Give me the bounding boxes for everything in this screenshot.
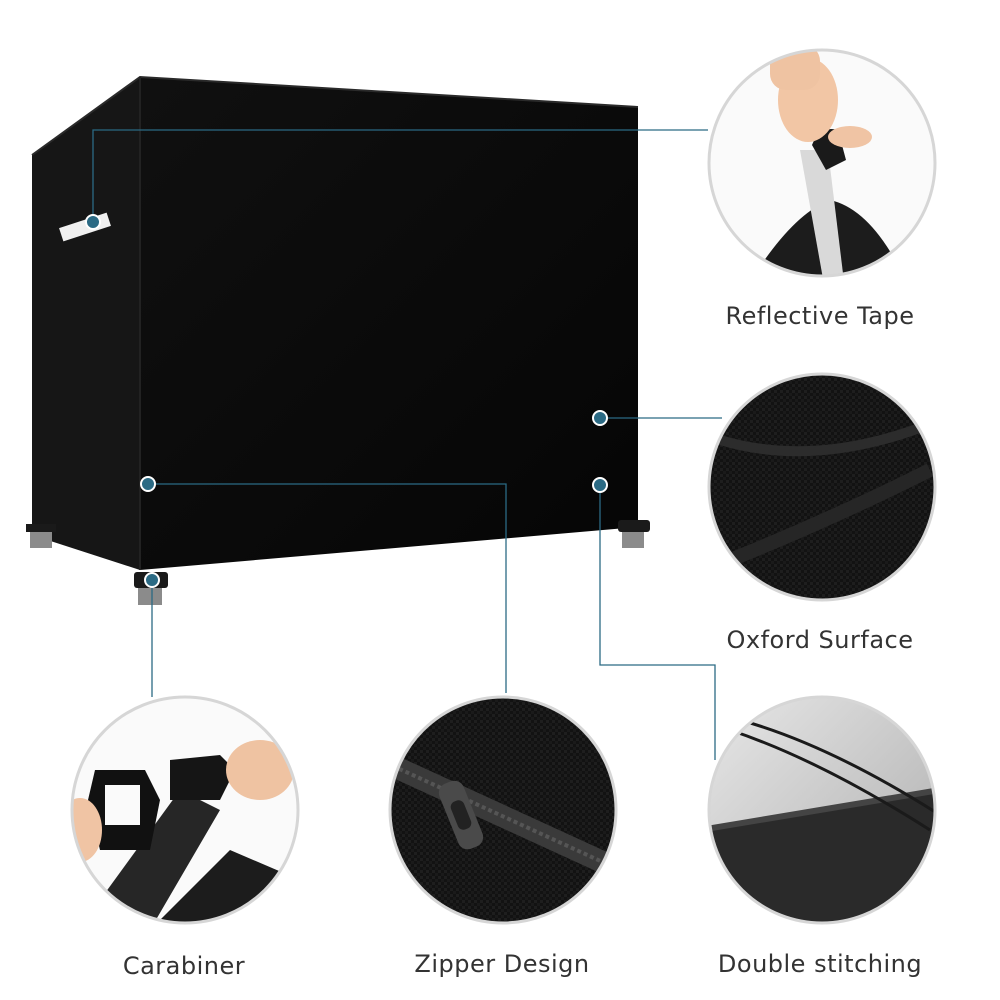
label-oxford-surface: Oxford Surface (726, 626, 914, 654)
label-reflective-tape: Reflective Tape (725, 302, 915, 330)
label-zipper-design: Zipper Design (414, 950, 590, 978)
leader-lines (92, 129, 722, 760)
cover-side-panel (32, 77, 140, 570)
detail-oxford-surface (707, 372, 937, 602)
detail-reflective-tape (707, 48, 937, 278)
cover-product (26, 75, 650, 605)
label-carabiner: Carabiner (122, 952, 246, 980)
detail-double-stitching (707, 695, 937, 925)
callout-dots (85, 214, 608, 588)
detail-zipper-design (388, 695, 618, 925)
cover-feet (26, 520, 650, 605)
detail-carabiner (70, 695, 300, 925)
label-double-stitching: Double stitching (717, 950, 923, 978)
cover-front-panel (140, 77, 638, 570)
